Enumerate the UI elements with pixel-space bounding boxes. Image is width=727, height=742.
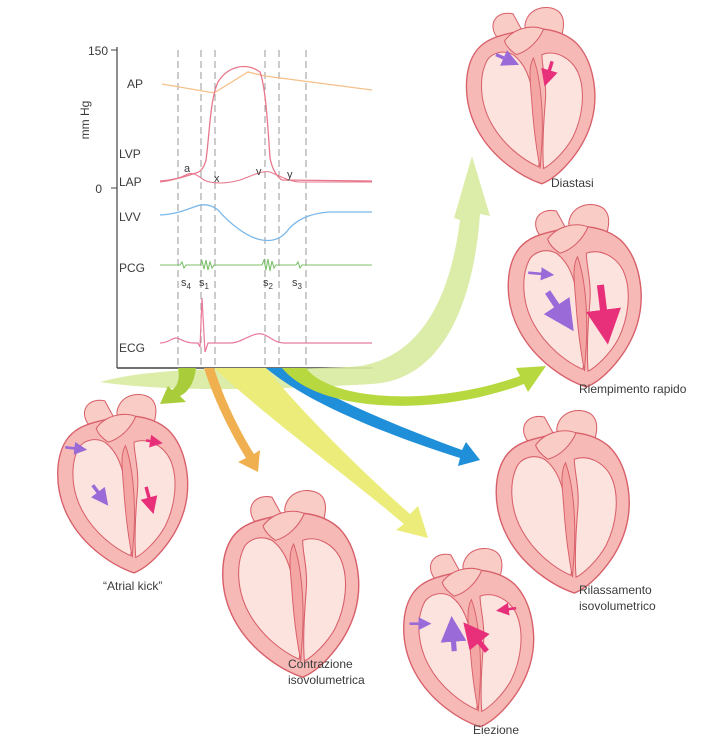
pressure-volume-graph: 150 0 mm Hg AP LVP LAP LVV PCG ECG: [78, 44, 372, 368]
blood-flow-arrow: [65, 447, 80, 449]
heart-diagram-diastasis: [466, 7, 594, 183]
phase-label-rapid-filling: Riempimento rapido: [579, 382, 687, 396]
heart-diagram-rapid-filling: [508, 205, 641, 388]
arrow-to-diastasis: [100, 156, 490, 389]
heart-diagram-isovolumetric-contraction: [223, 491, 359, 678]
y-tick-0: 0: [95, 182, 102, 196]
phase-label-ejection: Eiezione: [473, 723, 519, 737]
y-axis-unit: mm Hg: [78, 101, 92, 140]
phase-label-diastasis: Diastasi: [551, 176, 594, 190]
trace-label-lvp: LVP: [119, 147, 141, 161]
y-tick-150: 150: [88, 44, 108, 58]
heart-sound-s3: s3: [292, 277, 303, 291]
blood-flow-arrow: [453, 629, 455, 651]
heart-sound-s2: s2: [263, 277, 274, 291]
heart-sound-s1: s1: [199, 277, 210, 291]
lvv-trace: [160, 205, 372, 241]
heart-diagram-isovolumetric-relaxation: [496, 411, 629, 594]
wave-label-y: y: [287, 169, 293, 181]
heart-diagram-atrial-kick: [58, 394, 188, 572]
wave-label-a: a: [184, 163, 191, 175]
trace-label-ecg: ECG: [119, 341, 145, 355]
wave-label-x: x: [214, 173, 220, 185]
heart-sound-s4: s4: [181, 277, 192, 291]
lvp-trace: [160, 67, 372, 181]
ecg-trace: [160, 298, 372, 352]
trace-label-lap: LAP: [119, 175, 142, 189]
heart-diagram-ejection: [404, 548, 534, 726]
trace-label-ap: AP: [127, 77, 143, 91]
pcg-trace: [160, 259, 372, 271]
wave-label-v: v: [256, 166, 262, 178]
ap-trace: [162, 72, 372, 93]
blood-flow-arrow: [502, 608, 516, 610]
phase-label-atrial-kick: “Atrial kick”: [103, 579, 162, 593]
blood-flow-arrow: [146, 440, 156, 442]
phase-dividers: [178, 50, 306, 366]
trace-label-pcg: PCG: [119, 261, 145, 275]
blood-flow-arrow: [528, 273, 547, 275]
trace-label-lvv: LVV: [119, 210, 141, 224]
phase-label-isovolumetric-relaxation: Rilassamento isovolumetrico: [579, 583, 656, 613]
